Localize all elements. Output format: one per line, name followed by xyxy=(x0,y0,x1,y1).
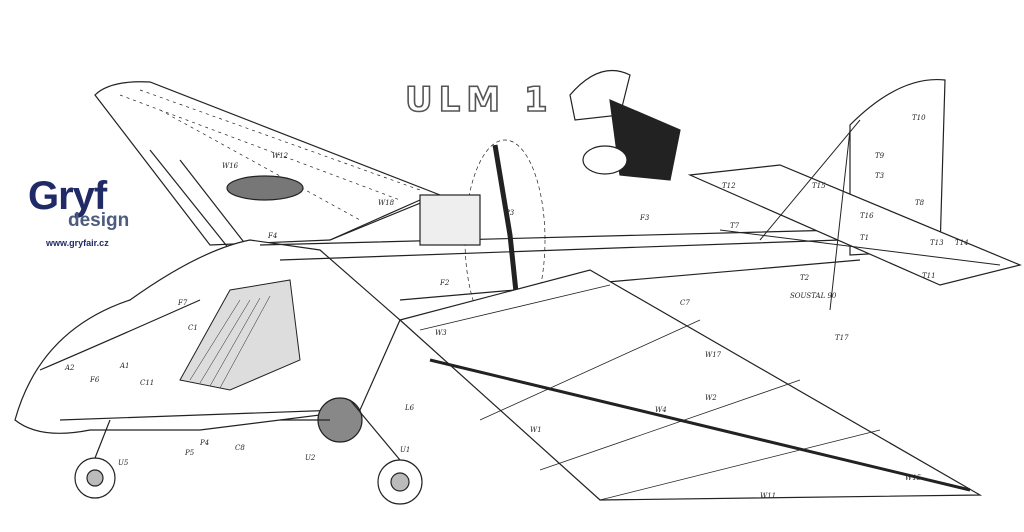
svg-text:W4: W4 xyxy=(655,406,667,414)
tail-boom xyxy=(259,199,861,301)
svg-text:U5: U5 xyxy=(118,459,129,467)
part-labels: W16 W12 W18 F4 F3 F7 F6 A2 A1 C1 C11 F2 … xyxy=(64,114,969,500)
svg-text:U2: U2 xyxy=(305,454,316,462)
logo-url: www.gryfair.cz xyxy=(46,238,109,248)
svg-text:W1: W1 xyxy=(530,426,542,434)
svg-text:C1: C1 xyxy=(188,324,198,332)
svg-text:W16: W16 xyxy=(222,162,239,170)
left-wing xyxy=(94,81,442,246)
cartoon-bird-character xyxy=(569,69,681,181)
gryf-design-logo: Gryf design www.gryfair.cz xyxy=(28,174,148,260)
svg-text:W12: W12 xyxy=(272,152,289,160)
svg-text:SOUSTAL 90: SOUSTAL 90 xyxy=(790,292,837,300)
svg-text:T14: T14 xyxy=(955,239,969,247)
logo-brand: Gryf xyxy=(28,174,107,218)
svg-text:C8: C8 xyxy=(235,444,245,452)
drawing-title: ULM 1 xyxy=(404,79,554,121)
svg-text:W2: W2 xyxy=(705,394,717,402)
svg-text:C11: C11 xyxy=(140,379,154,387)
svg-text:A2: A2 xyxy=(64,364,75,372)
svg-text:T1: T1 xyxy=(860,234,869,242)
svg-text:F6: F6 xyxy=(89,376,100,384)
svg-text:T11: T11 xyxy=(922,272,936,280)
svg-text:U1: U1 xyxy=(400,446,410,454)
svg-text:F4: F4 xyxy=(267,232,277,240)
svg-text:T7: T7 xyxy=(730,222,740,230)
svg-text:W15: W15 xyxy=(905,474,922,482)
svg-text:P3: P3 xyxy=(504,209,515,217)
svg-text:W17: W17 xyxy=(705,351,722,359)
svg-text:T2: T2 xyxy=(800,274,810,282)
svg-text:T12: T12 xyxy=(722,182,736,190)
svg-text:F3: F3 xyxy=(639,214,650,222)
svg-text:F2: F2 xyxy=(439,279,450,287)
svg-text:L6: L6 xyxy=(404,404,415,412)
svg-text:T17: T17 xyxy=(835,334,849,342)
seat xyxy=(179,279,301,391)
wing-vent xyxy=(226,175,304,201)
right-wing xyxy=(398,269,983,501)
svg-text:P5: P5 xyxy=(184,449,195,457)
svg-text:W3: W3 xyxy=(435,329,447,337)
svg-text:T8: T8 xyxy=(915,199,925,207)
svg-text:T15: T15 xyxy=(812,182,826,190)
svg-text:W11: W11 xyxy=(760,492,776,500)
svg-text:T9: T9 xyxy=(875,152,885,160)
svg-text:C7: C7 xyxy=(680,299,690,307)
svg-text:T13: T13 xyxy=(930,239,944,247)
svg-text:P4: P4 xyxy=(199,439,209,447)
svg-text:T3: T3 xyxy=(875,172,885,180)
svg-text:W18: W18 xyxy=(378,199,395,207)
svg-text:T16: T16 xyxy=(860,212,874,220)
svg-text:A1: A1 xyxy=(119,362,130,370)
engine xyxy=(419,194,481,246)
horizontal-tail xyxy=(687,164,1022,286)
svg-text:F7: F7 xyxy=(177,299,188,307)
svg-text:T10: T10 xyxy=(912,114,926,122)
logo-sub: design xyxy=(68,210,130,231)
